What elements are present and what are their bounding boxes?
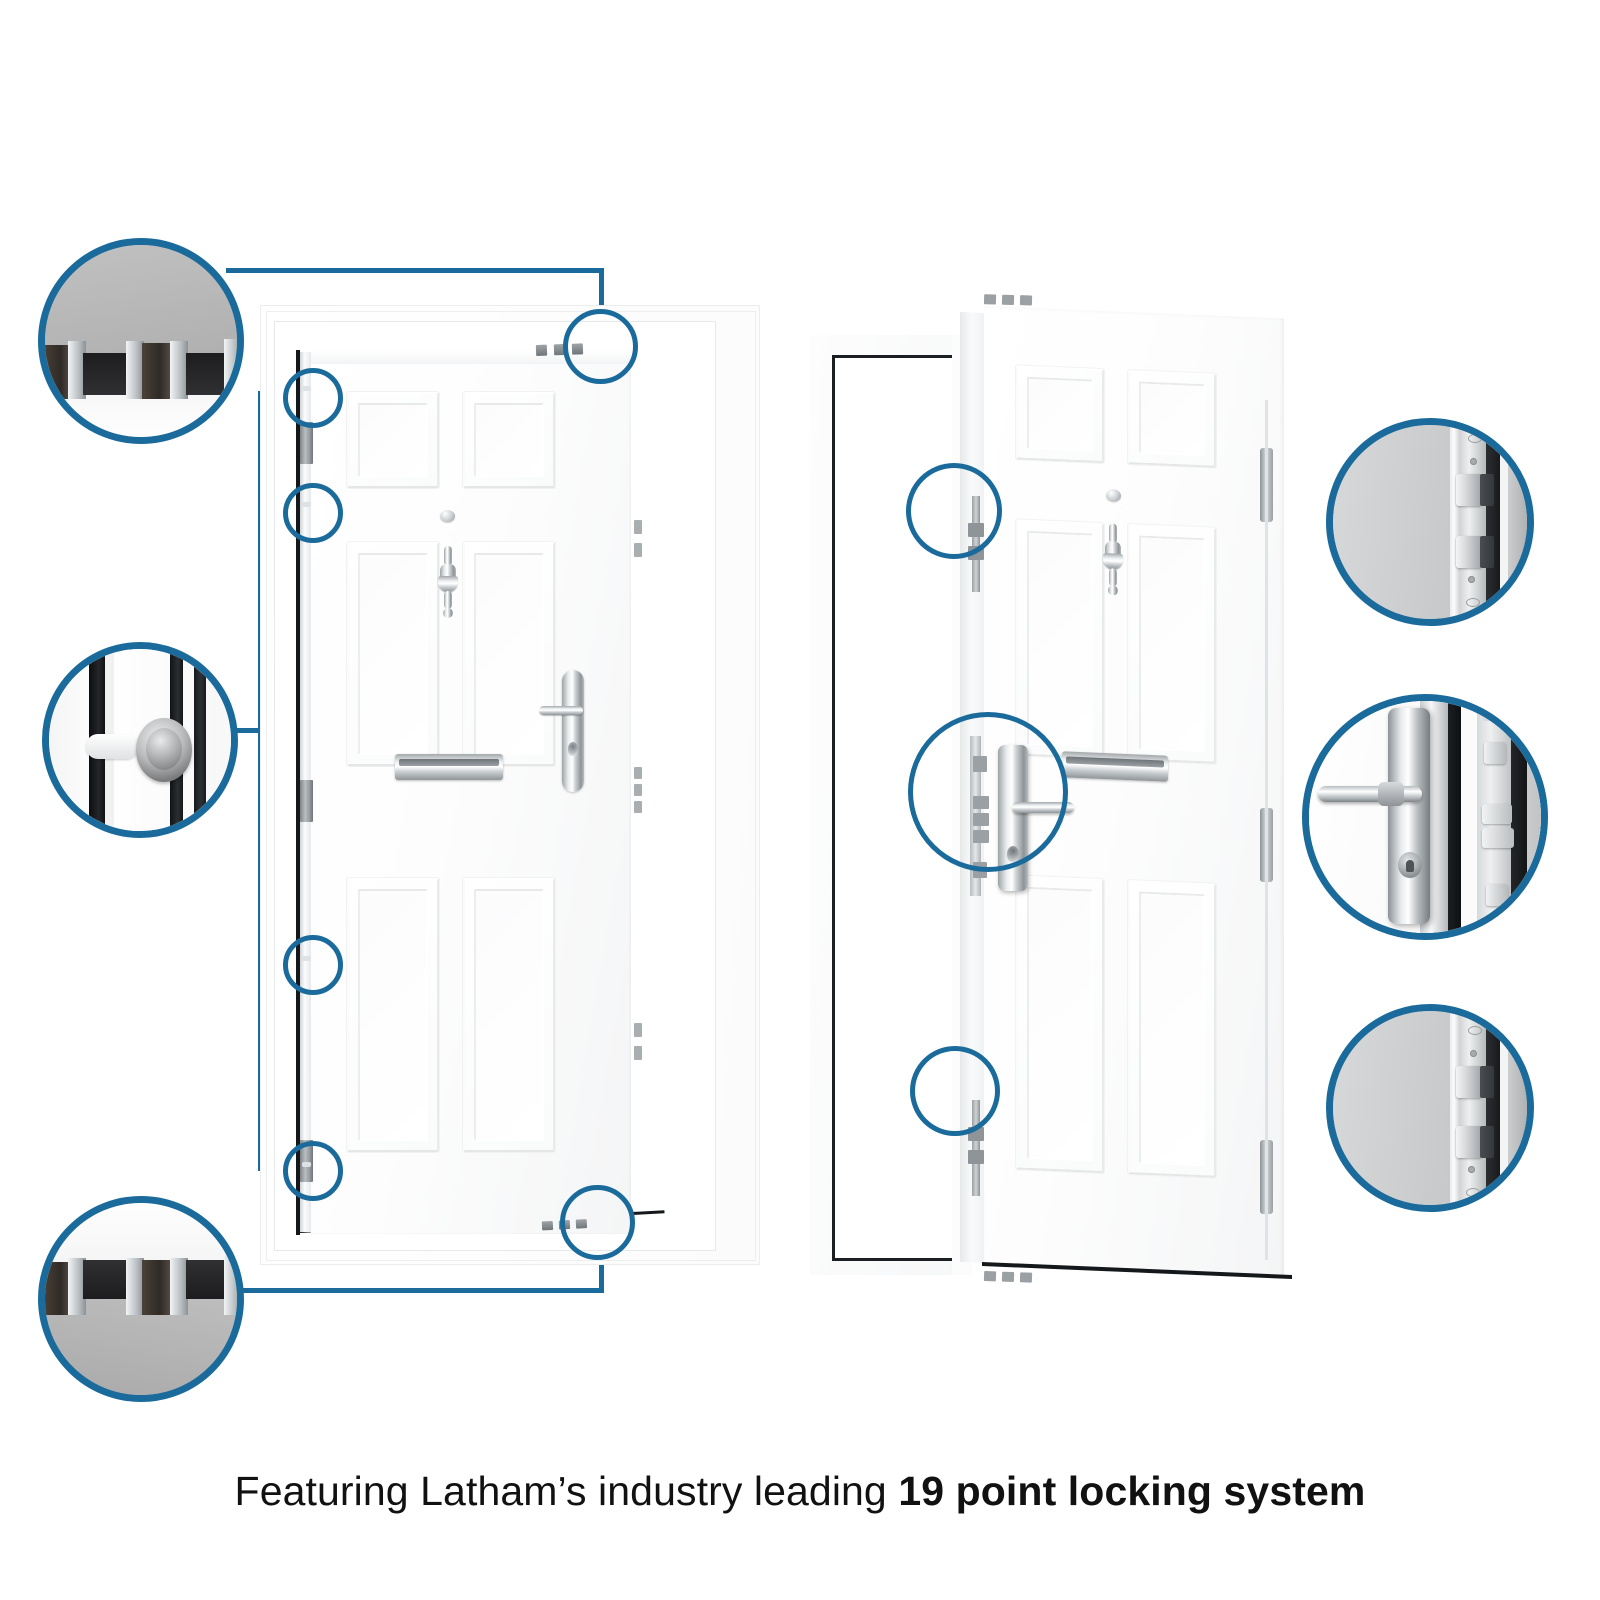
page-caption: Featuring Latham’s industry leading 19 p… [0, 1468, 1600, 1515]
marker-hinge-3[interactable] [283, 935, 343, 995]
letterplate-icon [395, 754, 503, 780]
detail-top-shootbolts[interactable] [38, 238, 244, 444]
closed-door-assembly [260, 305, 760, 1265]
hinge-top [300, 422, 313, 464]
leader-top-horizontal [226, 268, 604, 273]
detail-multipoint-lock[interactable] [1302, 694, 1548, 940]
spyhole-icon [440, 510, 455, 522]
open-panel-top-left [1016, 365, 1104, 464]
frame-keep-1 [634, 520, 642, 534]
caption-emphasis-text: 19 point locking system [898, 1468, 1366, 1514]
marker-open-top[interactable] [906, 463, 1002, 559]
frame-keep-3 [634, 767, 642, 779]
open-panel-mid-right [1128, 524, 1216, 764]
detail-bottom-shootbolts[interactable] [38, 1196, 244, 1402]
open-hook-bolts-lower [968, 1100, 994, 1196]
detail-hinge-bolt[interactable] [42, 642, 238, 838]
door-panel-bottom-left [347, 878, 439, 1152]
door-knocker-icon [437, 546, 459, 630]
lever-handle-closed [539, 670, 588, 792]
open-top-bolts [983, 294, 1044, 308]
marker-open-centre[interactable] [908, 712, 1068, 872]
door-face-closed [311, 350, 631, 1234]
open-bottom-bolts [983, 1271, 1040, 1284]
door-frame-outer-line [266, 311, 756, 1261]
leader-hinge-to-detail [228, 728, 260, 733]
door-panel-top-left [347, 392, 439, 488]
detail-hook-bolts-lower[interactable] [1326, 1004, 1534, 1212]
open-door-knocker-icon [1102, 523, 1124, 610]
open-hinge-line [1265, 400, 1268, 1260]
leader-bottom-horizontal [226, 1288, 604, 1293]
door-panel-mid-right [463, 542, 555, 766]
open-panel-bottom-right [1128, 880, 1216, 1178]
frame-keep-7 [634, 1046, 642, 1060]
frame-keep-5 [634, 801, 642, 813]
door-hinge-gap [296, 350, 300, 1235]
open-letterplate-icon [1062, 751, 1168, 782]
open-panel-top-right [1128, 370, 1216, 468]
marker-hinge-1[interactable] [283, 368, 343, 428]
open-panel-bottom-left [1016, 875, 1104, 1174]
open-spyhole-icon [1106, 489, 1121, 502]
hinge-middle [300, 780, 313, 822]
marker-hinge-2[interactable] [283, 483, 343, 543]
door-panel-top-right [463, 392, 555, 488]
marker-hinge-4[interactable] [283, 1141, 343, 1201]
caption-prefix-text: Featuring Latham’s industry leading [234, 1468, 899, 1514]
detail-hook-bolts-upper[interactable] [1326, 418, 1534, 626]
door-panel-mid-left [347, 542, 439, 766]
frame-keep-6 [634, 1023, 642, 1037]
marker-top-edge[interactable] [563, 309, 638, 384]
door-leaf-closed [296, 343, 631, 1235]
door-panel-bottom-right [463, 878, 555, 1152]
frame-keep-2 [634, 543, 642, 557]
door-top-rail [311, 350, 631, 364]
marker-bottom-edge[interactable] [560, 1185, 635, 1260]
marker-open-bottom[interactable] [910, 1046, 1000, 1136]
frame-keep-4 [634, 784, 642, 796]
